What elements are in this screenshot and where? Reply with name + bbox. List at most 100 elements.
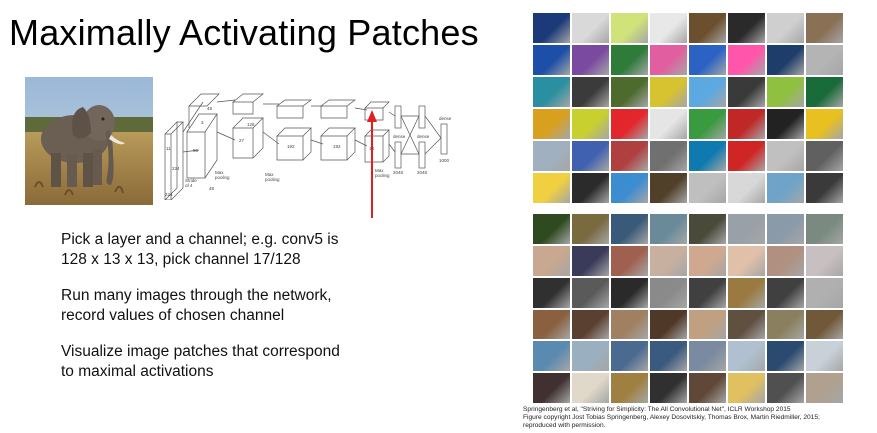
citation-line-1: Springenberg et al, "Striving for Simpli… <box>523 406 791 413</box>
label-n-11: 11 <box>166 146 171 151</box>
patch-top-31 <box>806 109 843 139</box>
bullet-3: Visualize image patches that correspond … <box>61 343 340 380</box>
patch-bottom-21 <box>728 277 765 308</box>
patch-bottom-13 <box>728 245 765 276</box>
label-n-128: 128 <box>247 122 255 127</box>
patch-top-1 <box>572 13 609 43</box>
patch-bottom-18 <box>611 277 648 308</box>
patch-bottom-37 <box>728 341 765 372</box>
patch-top-33 <box>572 141 609 171</box>
patch-top-2 <box>611 13 648 43</box>
patch-top-12 <box>689 45 726 75</box>
patch-top-18 <box>611 77 648 107</box>
patch-bottom-46 <box>767 373 804 403</box>
label-n-3: 3 <box>201 120 204 125</box>
patch-top-41 <box>572 173 609 203</box>
patch-bottom-23 <box>806 277 843 308</box>
patch-bottom-10 <box>611 245 648 276</box>
patch-top-36 <box>689 141 726 171</box>
patch-grid-top <box>533 13 843 203</box>
patch-bottom-43 <box>650 373 687 403</box>
label-dense1: dense <box>393 134 406 139</box>
patch-bottom-27 <box>650 309 687 340</box>
label-n-192a: 192 <box>287 144 295 149</box>
patch-top-46 <box>767 173 804 203</box>
patch-bottom-3 <box>650 214 687 244</box>
patch-bottom-2 <box>611 214 648 244</box>
citation: Springenberg et al, "Striving for Simpli… <box>523 406 875 430</box>
slide-title: Maximally Activating Patches <box>9 12 479 53</box>
patch-top-37 <box>728 141 765 171</box>
patch-bottom-33 <box>572 341 609 372</box>
bullet-1: Pick a layer and a channel; e.g. conv5 i… <box>61 231 339 268</box>
patch-bottom-22 <box>767 277 804 308</box>
label-n-48: 48 <box>209 186 215 191</box>
label-n-2048b: 2048 <box>417 170 428 175</box>
patch-top-24 <box>533 109 570 139</box>
patch-top-26 <box>611 109 648 139</box>
patch-top-10 <box>611 45 648 75</box>
patch-top-19 <box>650 77 687 107</box>
patch-top-42 <box>611 173 648 203</box>
patch-top-44 <box>689 173 726 203</box>
patch-top-14 <box>767 45 804 75</box>
patch-top-15 <box>806 45 843 75</box>
patch-bottom-32 <box>533 341 570 372</box>
patch-bottom-36 <box>689 341 726 372</box>
patch-bottom-29 <box>728 309 765 340</box>
patch-bottom-31 <box>806 309 843 340</box>
patch-top-16 <box>533 77 570 107</box>
patch-top-9 <box>572 45 609 75</box>
patch-bottom-11 <box>650 245 687 276</box>
patch-top-5 <box>728 13 765 43</box>
patch-top-34 <box>611 141 648 171</box>
patch-top-7 <box>806 13 843 43</box>
patch-bottom-16 <box>533 277 570 308</box>
label-dense2: dense <box>417 134 430 139</box>
patch-bottom-8 <box>533 245 570 276</box>
bullet-list: Pick a layer and a channel; e.g. conv5 i… <box>61 230 421 398</box>
patch-top-40 <box>533 173 570 203</box>
patch-bottom-45 <box>728 373 765 403</box>
citation-line-2: Figure copyright Jost Tobias Springenber… <box>523 414 820 421</box>
patch-bottom-1 <box>572 214 609 244</box>
patch-top-8 <box>533 45 570 75</box>
patch-bottom-19 <box>650 277 687 308</box>
patch-top-32 <box>533 141 570 171</box>
label-dense3: dense <box>439 116 452 121</box>
patch-top-43 <box>650 173 687 203</box>
patch-top-21 <box>728 77 765 107</box>
patch-bottom-4 <box>689 214 726 244</box>
patch-top-28 <box>689 109 726 139</box>
label-n-2048a: 2048 <box>393 170 404 175</box>
patch-bottom-24 <box>533 309 570 340</box>
patch-bottom-40 <box>533 373 570 403</box>
label-n-1000: 1000 <box>439 158 450 163</box>
patch-bottom-15 <box>806 245 843 276</box>
patch-bottom-47 <box>806 373 843 403</box>
patch-top-45 <box>728 173 765 203</box>
label-n-224a: 224 <box>172 166 180 171</box>
label-n-192b: 192 <box>333 144 341 149</box>
patch-bottom-25 <box>572 309 609 340</box>
patch-top-27 <box>650 109 687 139</box>
patch-top-47 <box>806 173 843 203</box>
patch-top-4 <box>689 13 726 43</box>
patch-bottom-38 <box>767 341 804 372</box>
patch-bottom-12 <box>689 245 726 276</box>
patch-top-23 <box>806 77 843 107</box>
patch-bottom-9 <box>572 245 609 276</box>
patch-bottom-42 <box>611 373 648 403</box>
label-n-27: 27 <box>239 138 245 143</box>
patch-top-0 <box>533 13 570 43</box>
patch-bottom-34 <box>611 341 648 372</box>
patch-top-38 <box>767 141 804 171</box>
patch-bottom-26 <box>611 309 648 340</box>
patch-top-13 <box>728 45 765 75</box>
patch-bottom-41 <box>572 373 609 403</box>
patch-top-25 <box>572 109 609 139</box>
patch-top-29 <box>728 109 765 139</box>
